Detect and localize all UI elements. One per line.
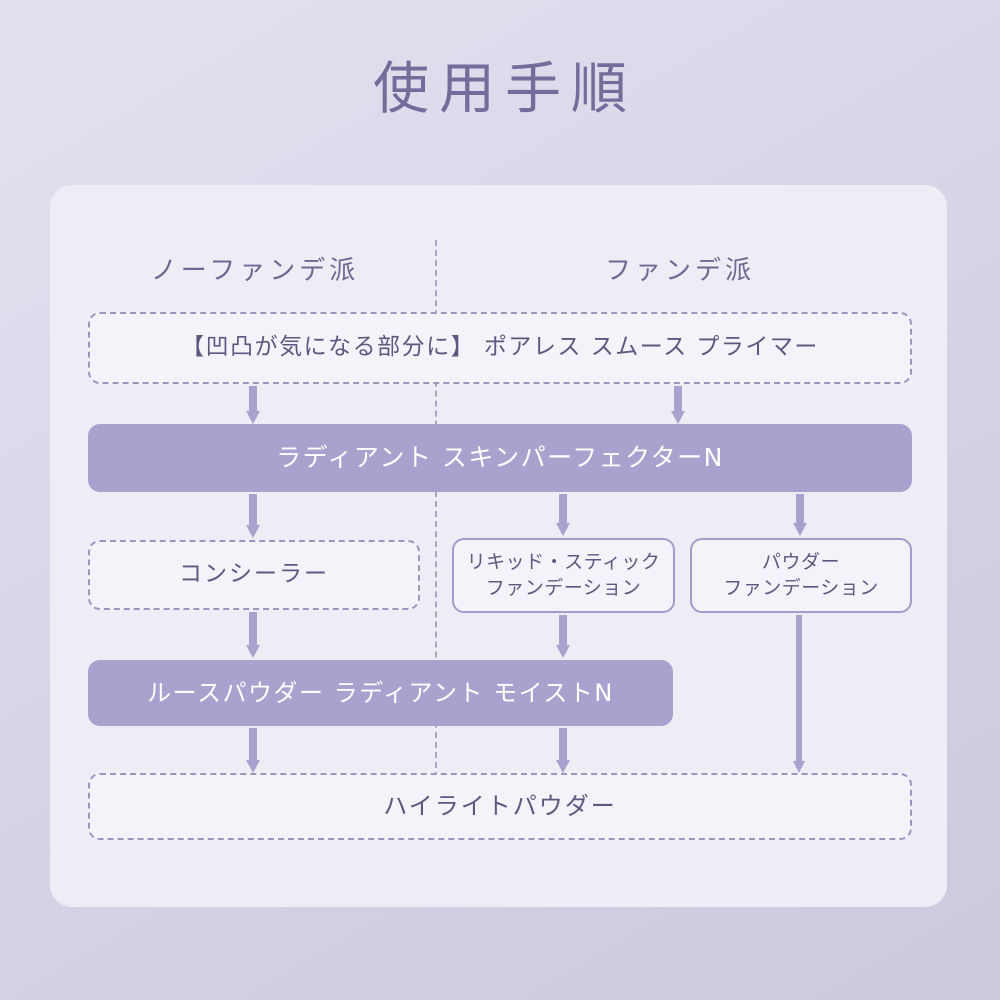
arrow-shaft	[796, 494, 804, 525]
arrow-concealer-to-loose-powder	[246, 612, 260, 658]
arrow-shaft	[559, 615, 567, 647]
arrow-loose-powder-to-highlight-left	[246, 728, 260, 773]
arrow-head-icon	[793, 523, 807, 536]
arrow-head-icon	[246, 525, 260, 538]
step-box-powder-foundation[interactable]: パウダー ファンデーション	[690, 538, 912, 613]
arrow-primer-to-perfector-right	[671, 386, 685, 424]
step-box-highlight-powder[interactable]: ハイライトパウダー	[88, 773, 912, 840]
arrow-shaft	[249, 494, 257, 527]
arrow-shaft	[249, 386, 257, 413]
arrow-shaft	[796, 615, 802, 762]
step-box-concealer[interactable]: コンシーラー	[88, 540, 420, 610]
arrow-primer-to-perfector-left	[246, 386, 260, 424]
page-title: 使用手順	[373, 57, 637, 122]
step-box-loose-powder[interactable]: ルースパウダー ラディアント モイストN	[88, 660, 673, 726]
arrow-head-icon	[793, 761, 805, 773]
arrow-shaft	[559, 728, 567, 762]
step-label-line1: リキッド・スティック	[466, 550, 661, 573]
arrow-head-icon	[556, 645, 570, 658]
step-box-primer[interactable]: 【凹凸が気になる部分に】 ポアレス スムース プライマー	[88, 312, 912, 384]
step-label-line1: パウダー	[761, 550, 840, 573]
arrow-head-icon	[556, 760, 570, 773]
step-box-liquid-stick-foundation[interactable]: リキッド・スティック ファンデーション	[452, 538, 675, 613]
arrow-perfector-to-concealer	[246, 494, 260, 538]
arrow-head-icon	[246, 760, 260, 773]
arrow-shaft	[249, 728, 257, 762]
arrow-perfector-to-liquid	[556, 494, 570, 536]
arrow-shaft	[674, 386, 682, 413]
column-header-no-foundation: ノーファンデ派	[150, 256, 360, 286]
step-box-skin-perfector[interactable]: ラディアント スキンパーフェクターN	[88, 424, 912, 492]
arrow-liquid-to-loose-powder	[556, 615, 570, 658]
arrow-perfector-to-powder-foundation	[793, 494, 807, 536]
arrow-head-icon	[246, 645, 260, 658]
column-divider	[435, 240, 437, 778]
arrow-loose-powder-to-highlight-right	[556, 728, 570, 773]
column-header-foundation: ファンデ派	[604, 256, 755, 286]
arrow-shaft	[559, 494, 567, 525]
step-label-line2: ファンデーション	[723, 576, 879, 599]
arrow-head-icon	[671, 411, 685, 424]
arrow-head-icon	[556, 523, 570, 536]
arrow-shaft	[249, 612, 257, 647]
arrow-powder-foundation-to-highlight	[793, 615, 805, 773]
arrow-head-icon	[246, 411, 260, 424]
step-label-line2: ファンデーション	[485, 576, 642, 599]
